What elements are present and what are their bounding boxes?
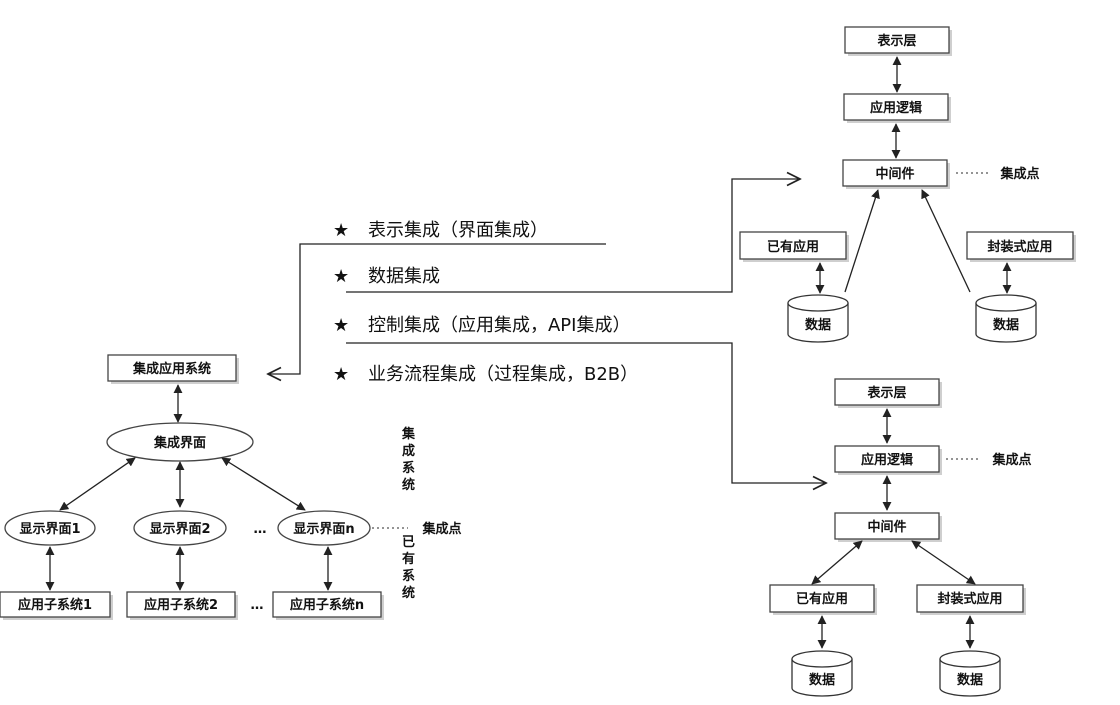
star-icon: ★ bbox=[333, 315, 349, 336]
app-subsystem-n-box bbox=[272, 591, 382, 618]
app-logic-label: 应用逻辑 bbox=[861, 452, 913, 468]
wrapped-app-label: 封装式应用 bbox=[937, 591, 1002, 607]
wrapped-app-box bbox=[916, 584, 1024, 613]
arrow bbox=[911, 540, 976, 585]
app-logic-box bbox=[843, 93, 949, 121]
app-subsystem-n-label: 应用子系统n bbox=[290, 597, 364, 613]
item-label-control: 控制集成（应用集成，API集成） bbox=[368, 315, 630, 336]
star-icon: ★ bbox=[333, 220, 349, 241]
arrow bbox=[811, 540, 863, 585]
existing-app-label: 已有应用 bbox=[767, 239, 819, 255]
display-ui-n-ellipse bbox=[277, 510, 371, 546]
arrow bbox=[221, 457, 306, 511]
integrated-app-system-box bbox=[107, 354, 237, 382]
integration-ui-ellipse bbox=[106, 422, 254, 462]
integrated-app-system-label: 集成应用系统 bbox=[132, 361, 211, 377]
display-ui-n-label: 显示界面n bbox=[293, 521, 354, 537]
app-subsystem-1-box bbox=[0, 591, 111, 618]
middleware-box bbox=[834, 512, 940, 540]
connector-to-top-right bbox=[346, 179, 800, 293]
display-ui-2-label: 显示界面2 bbox=[149, 521, 210, 537]
existing-app-box bbox=[739, 231, 847, 260]
right-bottom-diagram: 表示层 应用逻辑 集成点 中间件 已有应用 封装式应用 数据 数据 bbox=[769, 378, 1032, 697]
star-icon: ★ bbox=[333, 364, 349, 385]
arrow bbox=[921, 189, 971, 293]
list-item: ★ 控制集成（应用集成，API集成） bbox=[333, 315, 630, 336]
side-label-integrated-system: 集成系统 bbox=[401, 426, 416, 493]
middleware-label: 中间件 bbox=[875, 166, 914, 182]
app-subsystem-2-label: 应用子系统2 bbox=[144, 597, 218, 613]
presentation-layer-box bbox=[844, 26, 950, 54]
star-icon: ★ bbox=[333, 266, 349, 287]
ellipsis: … bbox=[251, 598, 264, 613]
data-right-label: 数据 bbox=[957, 672, 983, 688]
connector-to-bottom-right bbox=[346, 342, 826, 483]
arrow bbox=[59, 457, 136, 511]
app-subsystem-1-label: 应用子系统1 bbox=[18, 597, 92, 613]
wrapped-app-label: 封装式应用 bbox=[987, 239, 1052, 255]
presentation-layer-box bbox=[834, 378, 940, 406]
side-label-existing-system: 已有系统 bbox=[402, 535, 415, 601]
database-icon bbox=[791, 650, 853, 697]
app-logic-box bbox=[834, 445, 940, 473]
presentation-layer-label: 表示层 bbox=[876, 33, 916, 49]
arrow bbox=[844, 189, 880, 293]
middleware-box bbox=[842, 159, 948, 187]
left-diagram: 集成应用系统 集成界面 显示界面1 显示界面2 … 显示界面n 集成点 应用子系… bbox=[0, 354, 462, 620]
connector-to-left bbox=[268, 243, 346, 374]
integration-ui-label: 集成界面 bbox=[153, 435, 206, 451]
data-left-label: 数据 bbox=[809, 672, 835, 688]
wrapped-app-box bbox=[966, 231, 1074, 260]
data-right-label: 数据 bbox=[993, 317, 1019, 333]
item-label-process: 业务流程集成（过程集成，B2B） bbox=[368, 364, 638, 385]
item-label-presentation: 表示集成（界面集成） bbox=[368, 220, 548, 241]
list-item: ★ 数据集成 bbox=[333, 266, 440, 287]
existing-app-box bbox=[769, 584, 875, 613]
display-ui-2-ellipse bbox=[133, 510, 227, 546]
database-icon bbox=[787, 294, 849, 343]
database-icon bbox=[939, 650, 1001, 697]
item-label-data: 数据集成 bbox=[368, 266, 440, 287]
display-ui-1-label: 显示界面1 bbox=[19, 521, 80, 537]
integration-point-label: 集成点 bbox=[421, 521, 461, 537]
data-left-label: 数据 bbox=[805, 317, 831, 333]
display-ui-1-ellipse bbox=[4, 510, 96, 546]
existing-app-label: 已有应用 bbox=[796, 591, 848, 607]
right-top-diagram: 表示层 应用逻辑 中间件 集成点 已有应用 封装式应用 数据 数据 bbox=[739, 26, 1076, 343]
integration-types-list: ★ 表示集成（界面集成） ★ 数据集成 ★ 控制集成（应用集成，API集成） ★… bbox=[333, 220, 638, 385]
app-subsystem-2-box bbox=[126, 591, 236, 618]
list-item: ★ 表示集成（界面集成） bbox=[333, 220, 548, 241]
list-item: ★ 业务流程集成（过程集成，B2B） bbox=[333, 364, 638, 385]
middleware-label: 中间件 bbox=[867, 519, 906, 535]
app-logic-label: 应用逻辑 bbox=[870, 100, 922, 116]
integration-point-label: 集成点 bbox=[999, 166, 1039, 182]
ellipsis: … bbox=[254, 522, 267, 537]
integration-point-label: 集成点 bbox=[991, 452, 1031, 468]
presentation-layer-label: 表示层 bbox=[866, 385, 906, 401]
database-icon bbox=[975, 294, 1037, 343]
